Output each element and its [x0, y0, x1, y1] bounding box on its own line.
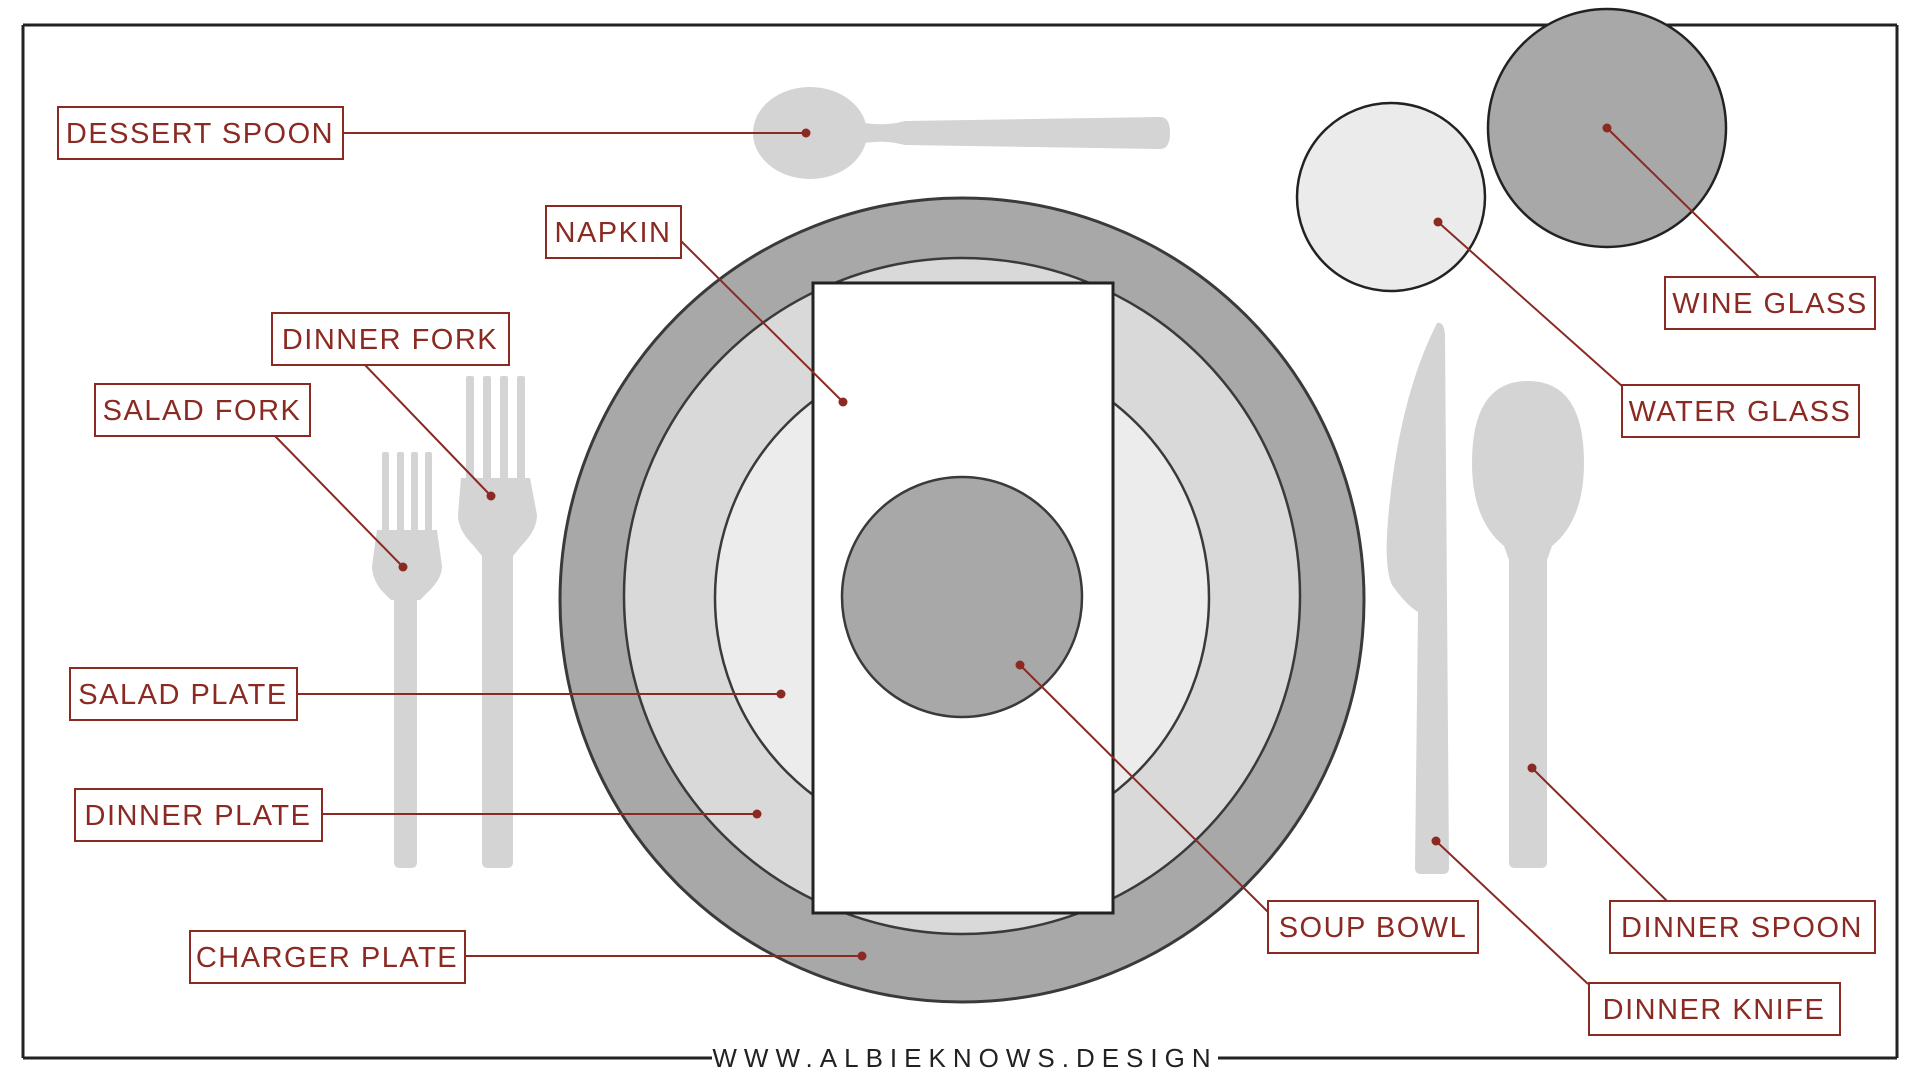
label-boxes — [57, 106, 1876, 1036]
leader-lines — [274, 127, 1762, 985]
label-dinner-spoon: DINNER SPOON — [1621, 912, 1863, 944]
salad-fork-icon — [372, 452, 442, 868]
leader-water-glass — [1437, 221, 1623, 387]
label-salad-plate: SALAD PLATE — [78, 679, 287, 711]
label-napkin: NAPKIN — [555, 217, 672, 249]
label-charger-plate: CHARGER PLATE — [196, 942, 458, 974]
label-salad-fork: SALAD FORK — [103, 395, 302, 427]
leader-dinner-knife — [1435, 840, 1589, 985]
label-dessert-spoon: DESSERT SPOON — [66, 118, 334, 150]
dinner-fork-icon — [458, 376, 537, 868]
dinner-spoon-icon — [1472, 381, 1584, 868]
leader-dots — [398, 123, 1612, 961]
leader-napkin — [679, 239, 844, 403]
soup-bowl — [840, 475, 1084, 719]
leader-soup-bowl — [1019, 664, 1269, 913]
label-dinner-knife: DINNER KNIFE — [1603, 994, 1826, 1026]
label-wine-glass: WINE GLASS — [1672, 288, 1868, 320]
label-dinner-plate: DINNER PLATE — [85, 800, 312, 832]
dinner-knife-icon — [1386, 322, 1449, 874]
dessert-spoon-icon — [753, 87, 1170, 179]
leader-salad-fork — [274, 435, 404, 568]
footer-website: WWW.ALBIEKNOWS.DESIGN — [712, 1043, 1217, 1073]
leader-dinner-spoon — [1531, 767, 1668, 902]
leader-dinner-fork — [364, 364, 492, 497]
label-water-glass: WATER GLASS — [1629, 396, 1852, 428]
water-glass — [1295, 101, 1487, 293]
label-soup-bowl: SOUP BOWL — [1279, 912, 1468, 944]
leader-wine-glass — [1606, 127, 1762, 280]
label-dinner-fork: DINNER FORK — [282, 324, 498, 356]
